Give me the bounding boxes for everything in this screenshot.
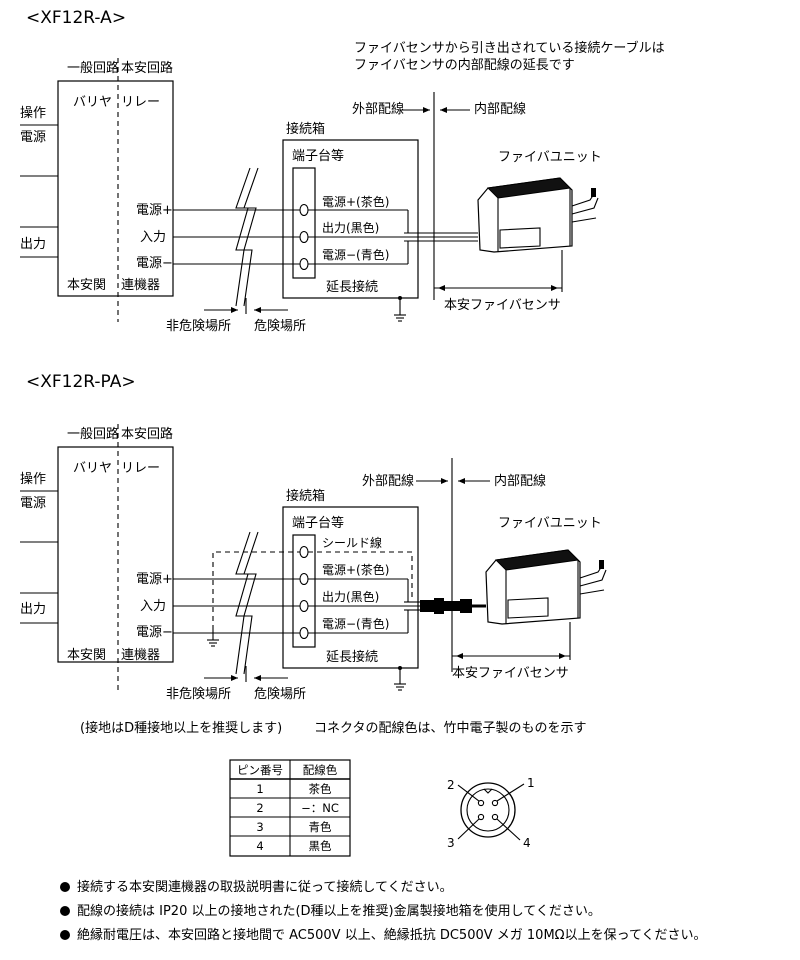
pin-row-1-number: 1 <box>256 782 263 796</box>
op-power-label-2-pa: 電源 <box>20 496 46 511</box>
pin-row-4-number: 4 <box>256 839 263 853</box>
pin-row-1-color: 茶色 <box>309 782 332 796</box>
t-output-label-pa: 出力(黒色) <box>322 590 379 604</box>
note-item: 接続する本安関連機器の取扱説明書に従って接続してください。 <box>60 876 790 900</box>
cable-connector <box>420 598 486 614</box>
input-label-pa: 入力 <box>140 599 166 614</box>
notes-list: 接続する本安関連機器の取扱説明書に従って接続してください。 配線の接続は IP2… <box>60 876 790 948</box>
non-hazardous-label-pa: 非危険場所 <box>166 687 231 702</box>
connector-pinout-icon: 1 2 3 4 <box>447 776 535 850</box>
ground-note: (接地はD種接地以上を推奨します) <box>80 720 282 736</box>
connector-pin-4: 4 <box>523 836 531 850</box>
fiber-sensor-label: 本安ファイバセンサ <box>444 298 561 313</box>
diagram-xf12r-a: <XF12R-A> ファイバセンサから引き出されている接続ケーブルは ファイバセ… <box>20 8 665 334</box>
cable-note-line2: ファイバセンサの内部配線の延長です <box>354 57 575 73</box>
note-item: 配線の接続は IP20 以上の接地された(D種以上を推奨)金属製接地箱を使用して… <box>60 900 790 924</box>
junction-box <box>282 139 419 299</box>
power-plus-label: 電源+ <box>136 203 173 218</box>
barrier-label: バリヤ <box>73 95 112 110</box>
fiber-unit-label: ファイバユニット <box>498 150 602 165</box>
terminal-block-pa <box>292 534 316 648</box>
note-item: 絶縁耐電圧は、本安回路と接地間で AC500V 以上、絶縁抵抗 DC500V メ… <box>60 924 790 948</box>
fiber-sensor-label-pa: 本安ファイバセンサ <box>452 666 569 681</box>
terminal-block-label: 端子台等 <box>292 148 344 164</box>
t-power-plus-label-pa: 電源+(茶色) <box>322 562 389 577</box>
fiber-unit-illustration-pa <box>485 549 607 625</box>
related-equipment-label-2: 連機器 <box>121 278 160 293</box>
safe-circuit-label: 本安回路 <box>121 60 173 76</box>
pin-row-2-color: −：NC <box>301 801 339 815</box>
barrier-label-pa: バリヤ <box>73 461 112 476</box>
pin-table: ピン番号 配線色 1 茶色 2 −：NC 3 青色 4 黒色 <box>229 759 351 857</box>
t-output-label: 出力(黒色) <box>322 221 379 235</box>
terminal-block-label-pa: 端子台等 <box>292 515 344 531</box>
op-power-label-1: 操作 <box>20 105 46 121</box>
bullet-icon <box>60 930 70 940</box>
connector-note: コネクタの配線色は、竹中電子製のものを示す <box>314 720 586 736</box>
t-power-minus-label-pa: 電源−(青色) <box>322 617 389 631</box>
safe-circuit-label-pa: 本安回路 <box>121 426 173 442</box>
fiber-unit-illustration-a <box>477 177 599 253</box>
connector-pin-2: 2 <box>447 778 455 792</box>
related-equipment-label-2-pa: 連機器 <box>121 648 160 663</box>
pin-header-number: ピン番号 <box>237 763 283 777</box>
hazardous-label-pa: 危険場所 <box>254 687 306 702</box>
output-label: 出力 <box>20 237 46 252</box>
power-minus-label-pa: 電源− <box>136 625 173 640</box>
internal-wiring-label: 内部配線 <box>474 101 526 117</box>
output-label-pa: 出力 <box>20 602 46 617</box>
junction-box-label-pa: 接続箱 <box>286 488 325 504</box>
cable-note-line1: ファイバセンサから引き出されている接続ケーブルは <box>354 40 665 56</box>
connector-pin-3: 3 <box>447 836 455 850</box>
general-circuit-label: 一般回路 <box>67 60 119 76</box>
op-power-label-1-pa: 操作 <box>20 471 46 487</box>
t-shield-label: シールド線 <box>322 535 382 550</box>
internal-wiring-label-pa: 内部配線 <box>494 473 546 489</box>
junction-box-label: 接続箱 <box>286 121 325 137</box>
extension-label-pa: 延長接続 <box>326 649 378 665</box>
fiber-unit-label-pa: ファイバユニット <box>498 516 602 531</box>
pin-row-3-number: 3 <box>256 820 263 834</box>
related-equipment-label-1: 本安関 <box>67 278 106 293</box>
junction-box-pa <box>282 506 419 669</box>
hazardous-label: 危険場所 <box>254 319 306 334</box>
barrier-box-pa <box>57 446 174 663</box>
shield-line <box>212 551 304 630</box>
extension-label: 延長接続 <box>326 279 378 295</box>
pin-header-color: 配線色 <box>303 763 338 777</box>
relay-label-pa: リレー <box>121 461 160 476</box>
pin-row-3-color: 青色 <box>309 820 332 834</box>
pin-row-4-color: 黒色 <box>309 839 332 853</box>
pin-row-2-number: 2 <box>256 801 263 815</box>
relay-label: リレー <box>121 95 160 110</box>
bullet-icon <box>60 906 70 916</box>
input-label: 入力 <box>140 230 166 245</box>
t-power-plus-label: 電源+(茶色) <box>322 194 389 209</box>
power-minus-label: 電源− <box>136 256 173 271</box>
terminal-block <box>292 167 316 279</box>
external-wiring-label: 外部配線 <box>352 101 404 117</box>
connector-pin-1: 1 <box>527 776 535 790</box>
bullet-icon <box>60 882 70 892</box>
op-power-label-2: 電源 <box>20 130 46 145</box>
non-hazardous-label: 非危険場所 <box>166 319 231 334</box>
diagram-pa-title: <XF12R-PA> <box>26 372 136 392</box>
external-wiring-label-pa: 外部配線 <box>362 473 414 489</box>
general-circuit-label-pa: 一般回路 <box>67 426 119 442</box>
diagram-a-title: <XF12R-A> <box>26 8 126 28</box>
related-equipment-label-1-pa: 本安関 <box>67 648 106 663</box>
diagram-xf12r-pa: <XF12R-PA> 一般回路 本安回路 バリヤ リレー 操作 電源 出力 電源… <box>20 372 607 736</box>
t-power-minus-label: 電源−(青色) <box>322 248 389 262</box>
barrier-box <box>57 80 174 297</box>
power-plus-label-pa: 電源+ <box>136 572 173 587</box>
